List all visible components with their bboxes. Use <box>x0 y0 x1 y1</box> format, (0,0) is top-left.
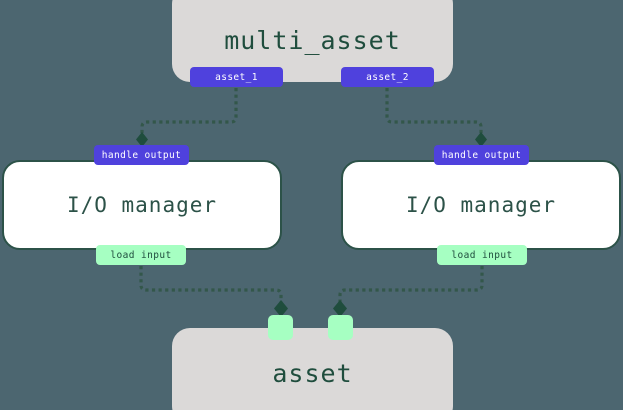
node-asset[interactable]: asset <box>172 328 453 410</box>
asset-input-handle-2[interactable] <box>328 315 353 340</box>
node-io-manager-right[interactable]: I/O manager <box>341 160 621 250</box>
node-io-manager-left[interactable]: I/O manager <box>2 160 282 250</box>
badge-asset-2[interactable]: asset_2 <box>341 67 434 87</box>
badge-load-input-right-label: load input <box>451 249 513 261</box>
badge-asset-1[interactable]: asset_1 <box>190 67 283 87</box>
edge-load-input-right-to-asset-handle-2 <box>333 266 484 317</box>
badge-asset-1-label: asset_1 <box>215 71 258 83</box>
node-multi-asset-title: multi_asset <box>224 25 401 55</box>
badge-handle-output-right[interactable]: handle output <box>434 145 529 165</box>
badge-load-input-left[interactable]: load input <box>96 245 186 265</box>
badge-load-input-left-label: load input <box>110 249 172 261</box>
badge-handle-output-left[interactable]: handle output <box>94 145 189 165</box>
badge-handle-output-right-label: handle output <box>441 149 522 161</box>
node-io-manager-left-title: I/O manager <box>66 193 218 217</box>
node-asset-title: asset <box>272 358 353 388</box>
edge-load-input-left-to-asset-handle-1 <box>139 266 288 317</box>
asset-input-handle-1[interactable] <box>268 315 293 340</box>
edge-asset2-to-handle-output-right <box>385 88 487 147</box>
node-io-manager-right-title: I/O manager <box>405 193 557 217</box>
badge-asset-2-label: asset_2 <box>366 71 409 83</box>
badge-handle-output-left-label: handle output <box>101 149 182 161</box>
badge-load-input-right[interactable]: load input <box>437 245 527 265</box>
edge-asset1-to-handle-output-left <box>136 88 238 147</box>
